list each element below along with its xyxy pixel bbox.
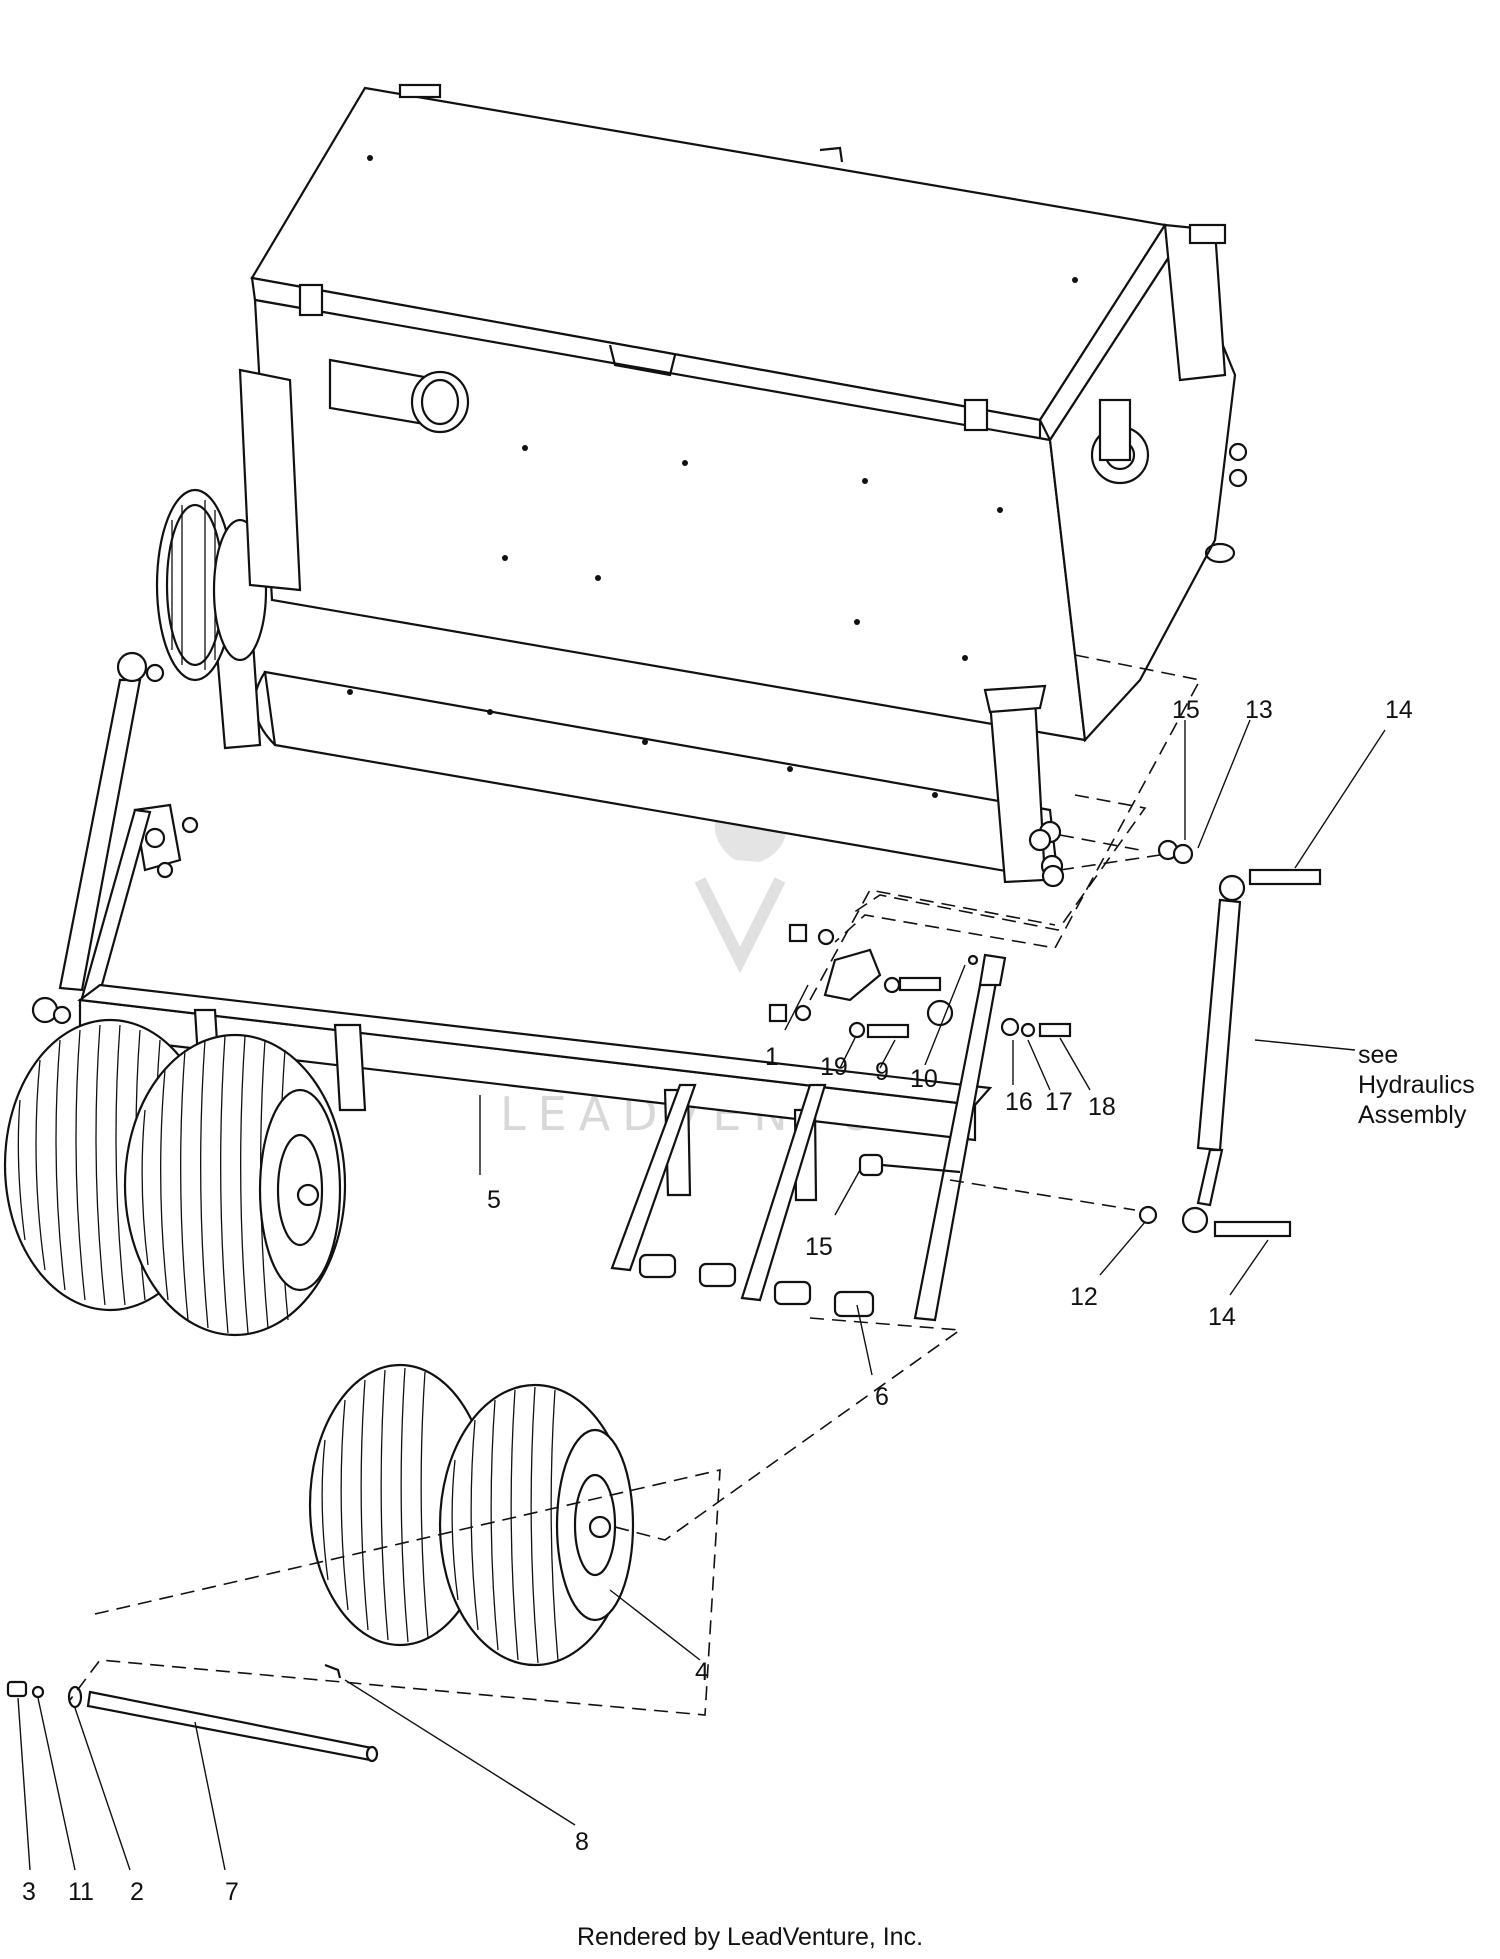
roller-brackets <box>610 958 1002 1322</box>
callout-labels: 1 2 3 4 5 6 7 8 9 10 11 12 13 14 14 15 1… <box>22 696 1413 1906</box>
left-hydraulic-cylinder <box>31 651 199 1025</box>
wheel-pair-left <box>3 1018 347 1337</box>
axle-shaft-hardware <box>6 1663 379 1763</box>
upper-mount-hardware <box>768 923 1072 1039</box>
callout-15-lower: 15 <box>805 1233 833 1261</box>
callout-9: 9 <box>875 1058 889 1086</box>
footer-credit: Rendered by LeadVenture, Inc. <box>577 1923 923 1951</box>
callout-13: 13 <box>1245 696 1273 724</box>
note-line-3: Assembly <box>1358 1101 1467 1129</box>
assembly-lines <box>69 654 1202 1716</box>
hydraulics-note: see Hydraulics Assembly <box>1358 1041 1475 1129</box>
callout-2: 2 <box>130 1878 144 1906</box>
note-line-2: Hydraulics <box>1358 1071 1475 1099</box>
hopper-assembly <box>155 83 1248 884</box>
leader-lines <box>17 719 1386 1871</box>
callout-1: 1 <box>765 1043 779 1071</box>
callout-3: 3 <box>22 1878 36 1906</box>
callout-18: 18 <box>1088 1093 1116 1121</box>
callout-6: 6 <box>875 1383 889 1411</box>
right-hydraulic-cylinder <box>1028 828 1322 1238</box>
callout-5: 5 <box>487 1186 501 1214</box>
callout-4: 4 <box>695 1658 709 1686</box>
note-line-1: see <box>1358 1041 1398 1069</box>
callout-8: 8 <box>575 1828 589 1856</box>
wheel-pair-lower <box>308 1363 635 1667</box>
callout-19: 19 <box>820 1053 848 1081</box>
callout-7: 7 <box>225 1878 239 1906</box>
callout-11: 11 <box>68 1878 94 1906</box>
callout-14-lower: 14 <box>1208 1303 1236 1331</box>
callout-15-upper: 15 <box>1172 696 1200 724</box>
callout-14-upper: 14 <box>1385 696 1413 724</box>
callout-12: 12 <box>1070 1283 1098 1311</box>
axle-beam <box>77 983 993 1202</box>
callout-17: 17 <box>1045 1088 1073 1116</box>
callout-10: 10 <box>910 1065 938 1093</box>
callout-16: 16 <box>1005 1088 1033 1116</box>
